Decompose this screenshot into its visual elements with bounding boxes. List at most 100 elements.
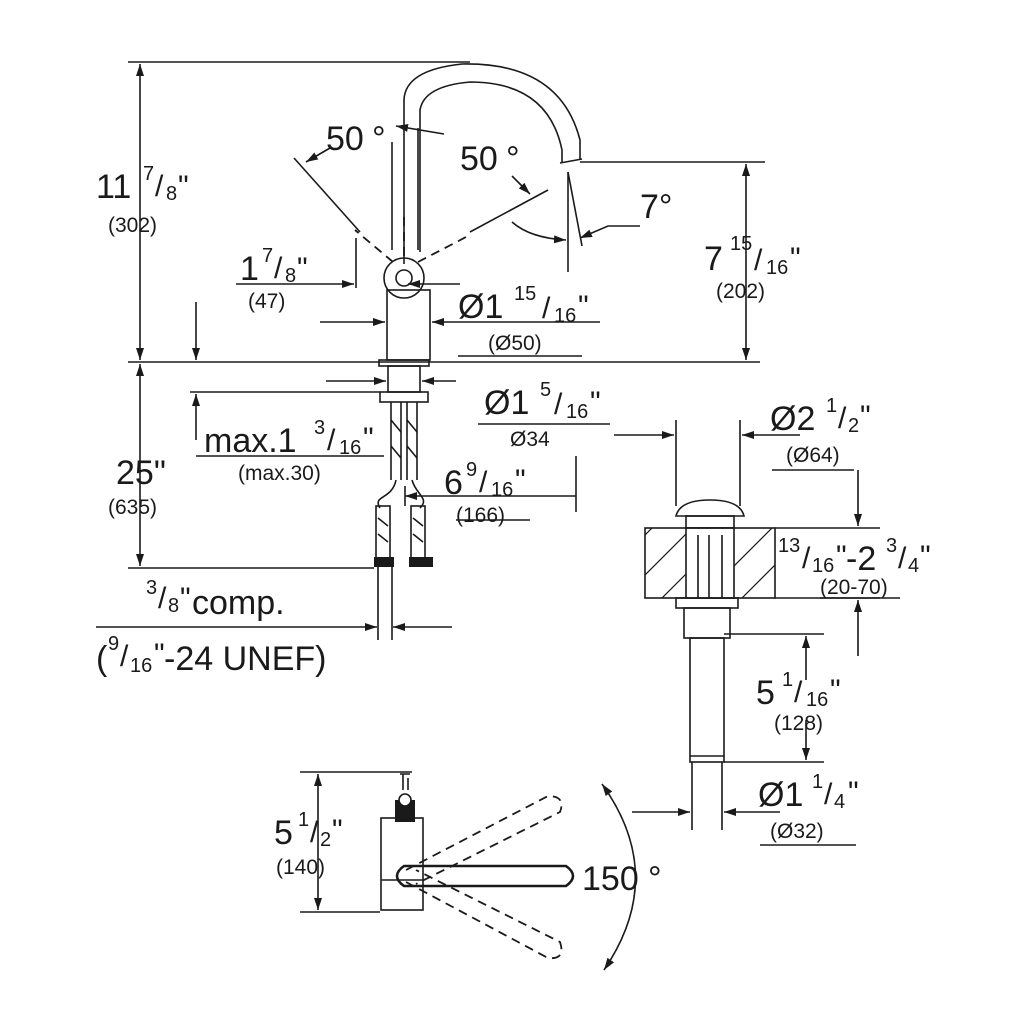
drain-cap-dia-num: 1 [826, 395, 837, 417]
handle-swing-right [417, 235, 469, 263]
deck-max-den: 16 [339, 437, 361, 459]
thread-quote: " [154, 638, 165, 671]
height-total-den: 8 [166, 183, 177, 205]
connection-num: 3 [146, 577, 157, 599]
base-dia-inch: Ø1 [484, 384, 529, 422]
deck-max-prefix: max.1 [204, 422, 297, 460]
base-dia-num: 5 [540, 379, 551, 401]
drain-thickness-quote2: " [920, 540, 931, 573]
drain-length-quote: " [830, 674, 841, 707]
handle-offset-quote: " [297, 252, 308, 285]
height-total-slash: / [155, 170, 164, 203]
deck-max-num: 3 [314, 417, 325, 439]
drain-thickness-quote1: " [836, 540, 847, 573]
drain-thickness-num2: 3 [886, 535, 897, 557]
body-dia-quote: " [578, 290, 589, 323]
drain-tail-dia-num: 1 [812, 771, 823, 793]
angle-left-value: 50 [326, 120, 364, 158]
thread-slash: / [120, 640, 129, 673]
drain-tail-dia-den: 4 [834, 791, 845, 813]
thread-den: 16 [130, 655, 152, 677]
handle-offset-inch: 1 [240, 250, 259, 288]
hose-length-value: 25" [116, 454, 166, 492]
spout-height-den: 16 [766, 257, 788, 279]
spout-height-num: 15 [730, 233, 752, 255]
projection-quote: " [515, 464, 526, 497]
handle-offset-den: 8 [285, 265, 296, 287]
drain-cap-dia-den: 2 [848, 415, 859, 437]
drain-length-inch: 5 [756, 674, 775, 712]
projection-den: 16 [491, 479, 513, 501]
drain-thickness-slash1: / [802, 542, 811, 575]
handle-top-view [380, 773, 575, 960]
body-dia-den: 16 [554, 305, 576, 327]
height-total-inch: 11 [96, 168, 131, 206]
handle-height-den: 2 [320, 829, 331, 851]
hose-length-mm: (635) [108, 496, 157, 519]
projection-slash: / [479, 466, 488, 499]
connection-den: 8 [168, 595, 179, 617]
connection-suffix: comp. [192, 584, 285, 622]
drain-tail-dia-inch: Ø1 [758, 776, 803, 814]
handle-top-dimension-lines [300, 771, 637, 971]
drain-thickness-den2: 4 [908, 555, 919, 577]
body-dia-mm: (Ø50) [488, 332, 542, 355]
swivel-angle-value: 150 [582, 860, 639, 898]
drain-thickness-mm: (20-70) [820, 576, 888, 599]
projection-num: 9 [466, 459, 477, 481]
projection-inch: 6 [444, 464, 463, 502]
drain-thickness-mid: -2 [846, 540, 876, 578]
connection-quote: " [180, 582, 191, 615]
angle-tilt-value: 7° [640, 188, 673, 226]
deck-max-mm: (max.30) [238, 462, 321, 485]
drain-thickness-num1: 13 [778, 535, 800, 557]
body-dia-inch: Ø1 [458, 288, 503, 326]
drain-dimension-lines [614, 420, 900, 846]
drain-length-mm: (128) [774, 712, 823, 735]
drain-cap-dia-quote: " [860, 400, 871, 433]
deck-max-quote: " [363, 422, 374, 455]
faucet-dimension-lines [96, 61, 765, 631]
handle-height-mm: (140) [276, 856, 325, 879]
drain-cap-dia-mm: (Ø64) [786, 444, 840, 467]
drain-cap-dia-slash: / [838, 402, 847, 435]
drain-thickness-den1: 16 [812, 555, 834, 577]
height-total-num: 7 [143, 163, 154, 185]
angle-right-value: 50 [460, 140, 498, 178]
handle-offset-num: 7 [262, 245, 273, 267]
thread-suffix: -24 UNEF) [164, 640, 326, 678]
faucet-side-view [354, 63, 583, 640]
spout-height-quote: " [790, 242, 801, 275]
height-total-quote: " [178, 170, 189, 203]
angle-left-unit: ° [372, 120, 386, 158]
swivel-angle-unit: ° [648, 860, 662, 898]
body-dia-slash: / [542, 292, 551, 325]
body-dia-num: 15 [514, 283, 536, 305]
projection-mm: (166) [456, 504, 505, 527]
spout-height-slash: / [754, 244, 763, 277]
drain-tail-dia-mm: (Ø32) [770, 820, 824, 843]
drain-thickness-slash2: / [898, 542, 907, 575]
thread-num: 9 [108, 633, 119, 655]
drain-cap-dia-inch: Ø2 [770, 400, 815, 438]
spout-height-mm: (202) [716, 280, 765, 303]
base-dia-den: 16 [566, 401, 588, 423]
handle-swing-left [354, 229, 394, 263]
handle-height-num: 1 [298, 809, 309, 831]
handle-height-inch: 5 [274, 814, 293, 852]
drain-length-slash: / [794, 676, 803, 709]
spout-height-inch: 7 [704, 240, 723, 278]
angle-right-unit: ° [506, 140, 520, 178]
drain-tail-dia-quote: " [848, 776, 859, 809]
base-dia-quote: " [590, 386, 601, 419]
connection-slash: / [158, 582, 167, 615]
handle-height-slash: / [310, 816, 319, 849]
drain-assembly [644, 499, 776, 830]
base-dia-slash: / [554, 388, 563, 421]
thread-open: ( [96, 640, 108, 678]
height-total-mm: (302) [108, 214, 157, 237]
deck-max-slash: / [327, 424, 336, 457]
handle-offset-slash: / [274, 252, 283, 285]
base-dia-mm: Ø34 [510, 428, 550, 451]
